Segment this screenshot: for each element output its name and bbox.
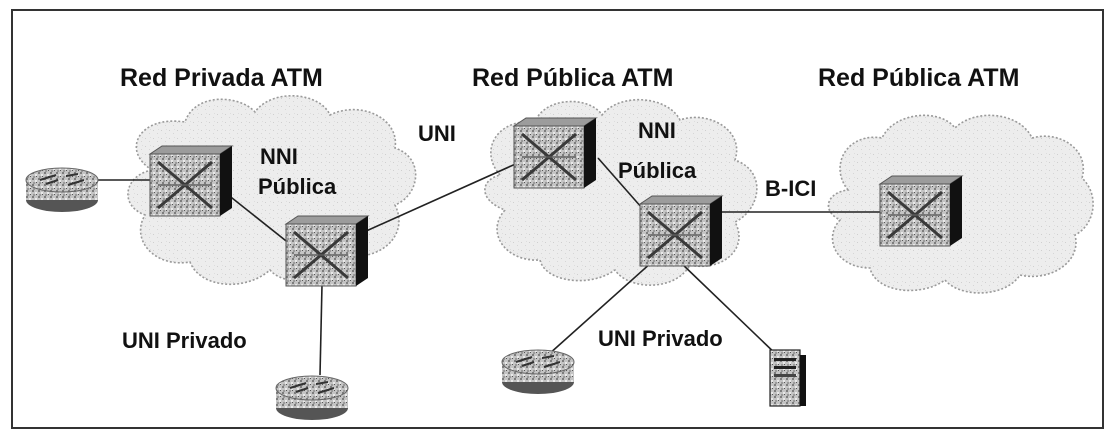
atm-switch-icon [148, 144, 234, 218]
label-uni-privado-mid: UNI Privado [598, 326, 723, 351]
label-uni: UNI [418, 121, 456, 146]
atm-switch-icon [878, 174, 964, 248]
label-b-ici: B-ICI [765, 176, 816, 201]
label-nni-left: NNI [260, 144, 298, 169]
title-red-publica-middle: Red Pública ATM [472, 64, 673, 92]
label-uni-privado-left: UNI Privado [122, 328, 247, 353]
server-icon [769, 349, 806, 407]
router-icon [25, 167, 99, 213]
atm-switch-icon [638, 194, 724, 268]
router-icon [501, 349, 575, 395]
atm-switch-icon [512, 116, 598, 190]
label-nni-mid: NNI [638, 118, 676, 143]
atm-switch-icon [284, 214, 370, 288]
title-red-privada: Red Privada ATM [120, 64, 323, 92]
router-icon [275, 375, 349, 421]
diagram-frame [11, 9, 1104, 429]
label-publica-mid: Pública [618, 158, 697, 183]
label-publica-left: Pública [258, 174, 337, 199]
title-red-publica-right: Red Pública ATM [818, 64, 1019, 92]
